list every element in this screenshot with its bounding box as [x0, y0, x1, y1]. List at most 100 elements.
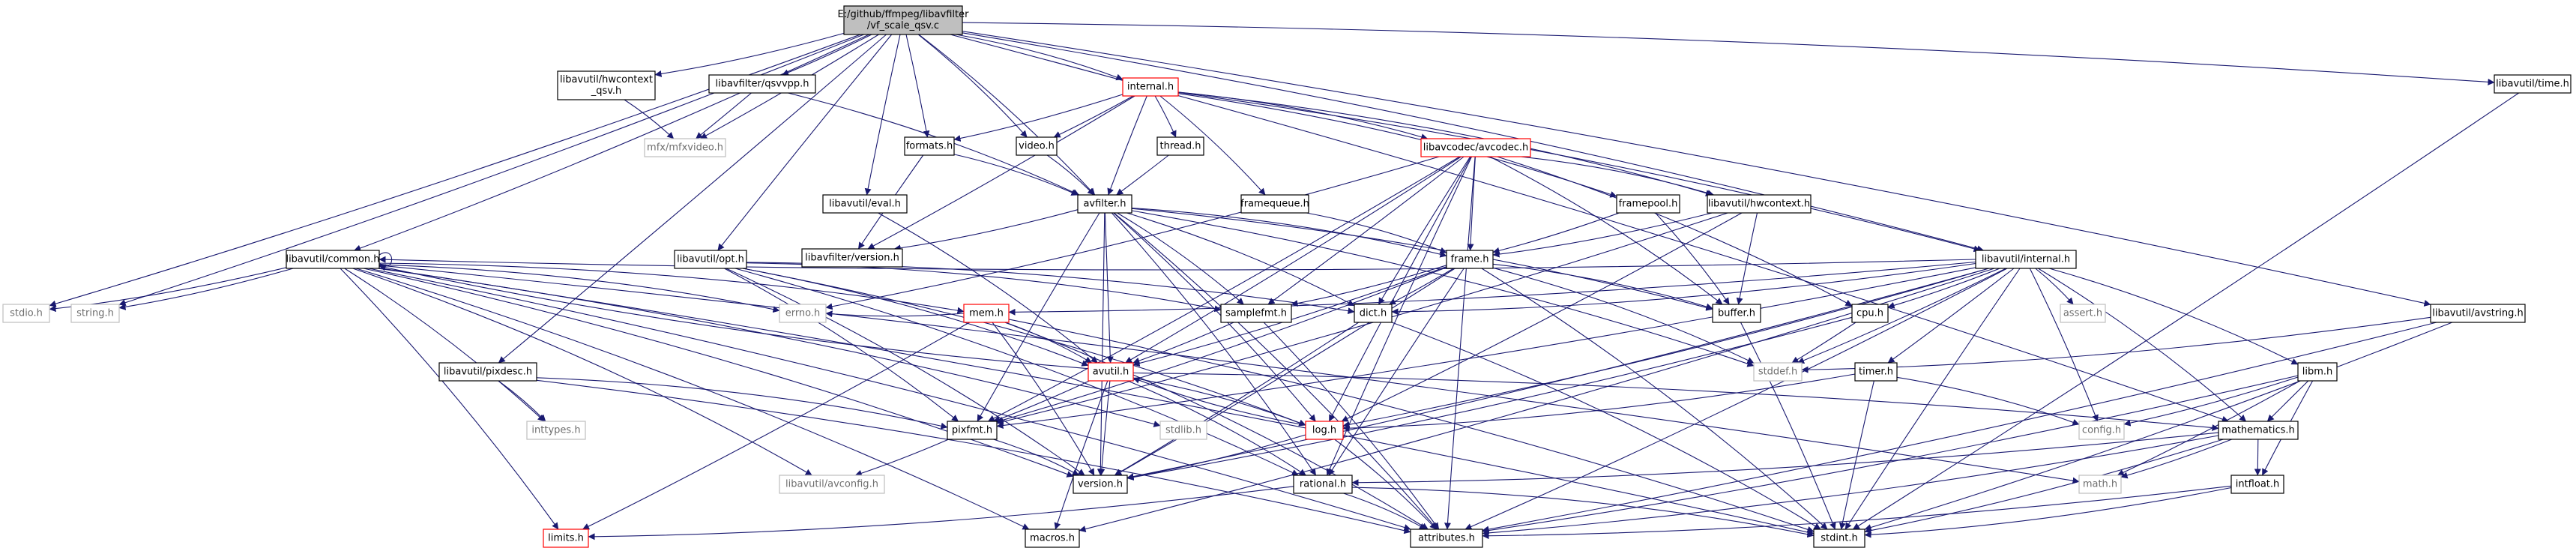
- node-avutil-internal[interactable]: libavutil/internal.h: [1975, 250, 2077, 269]
- node-box: [2218, 421, 2299, 440]
- node-label: buffer.h: [1718, 308, 1755, 319]
- edge-opt-to-version: [726, 268, 1085, 476]
- edge-rational-to-attributes: [1343, 493, 1426, 530]
- node-samplefmt[interactable]: samplefmt.h: [1220, 304, 1292, 323]
- node-hwcontext[interactable]: libavutil/hwcontext.h: [1707, 194, 1812, 214]
- node-formats[interactable]: formats.h: [904, 136, 955, 156]
- node-framepool[interactable]: framepool.h: [1616, 194, 1680, 214]
- node-opt[interactable]: libavutil/opt.h: [674, 250, 747, 269]
- edge-common-to-stdlib: [377, 268, 1161, 427]
- node-mathematics[interactable]: mathematics.h: [2218, 421, 2299, 440]
- node-version[interactable]: version.h: [1073, 475, 1128, 494]
- node-dict[interactable]: dict.h: [1354, 304, 1393, 323]
- edge-root-to-pixdesc: [498, 34, 887, 364]
- edge-hwcontext-to-buffer: [1736, 212, 1758, 305]
- node-pixfmt[interactable]: pixfmt.h: [947, 421, 998, 440]
- node-log[interactable]: log.h: [1305, 421, 1344, 440]
- node-frame[interactable]: frame.h: [1446, 250, 1494, 269]
- edge-pixfmt-to-avconfig: [854, 439, 950, 477]
- node-qsvvpp[interactable]: libavfilter/qsvvpp.h: [708, 74, 816, 94]
- edge-avstring-to-stdint: [1864, 322, 2453, 531]
- node-avcodec[interactable]: libavcodec/avcodec.h: [1420, 138, 1531, 157]
- node-common[interactable]: libavutil/common.h: [286, 250, 380, 269]
- edge-opt-to-rational: [735, 268, 1299, 476]
- node-box: [947, 421, 998, 440]
- node-cpu[interactable]: cpu.h: [1851, 304, 1889, 323]
- node-limits[interactable]: limits.h: [543, 529, 589, 548]
- edge-hwcontext-to-frame: [1492, 212, 1713, 258]
- node-thread[interactable]: thread.h: [1156, 136, 1204, 156]
- edge-avfilter-to-rational: [1111, 212, 1317, 476]
- node-label: mfx/mfxvideo.h: [647, 142, 723, 154]
- node-box: [1293, 475, 1353, 494]
- edge-avutil-to-mathematics: [1132, 372, 2219, 431]
- node-box: [1446, 250, 1494, 269]
- edge-avutil_internal-to-timer: [1887, 268, 2015, 364]
- edge-root-to-avfilter: [918, 34, 1096, 196]
- edge-pixdesc-to-inttypes: [498, 380, 546, 422]
- node-label: E:/github/ffmpeg/libavfilter: [838, 9, 970, 20]
- node-box: [1305, 421, 1344, 440]
- edge-root-to-avstring: [962, 31, 2431, 307]
- edge-root-to-common: [354, 34, 869, 252]
- node-eval[interactable]: libavutil/eval.h: [822, 194, 908, 214]
- node-internal[interactable]: internal.h: [1122, 77, 1179, 97]
- edge-mem-to-attributes: [1004, 322, 1429, 530]
- node-hwcontext-qsv[interactable]: libavutil/hwcontext_qsv.h: [557, 70, 656, 100]
- node-label: log.h: [1312, 425, 1336, 436]
- edge-common-to-stdint: [378, 267, 1815, 536]
- node-box: [674, 250, 747, 269]
- node-label: intfloat.h: [2236, 479, 2280, 490]
- node-avutil[interactable]: avutil.h: [1088, 362, 1134, 382]
- edge-root-to-avutil_internal: [962, 32, 1985, 253]
- edge-avcodec-to-rational: [1326, 156, 1472, 476]
- edge-qsvvpp-to-mfxvideo: [696, 92, 752, 139]
- edge-timer-to-config: [1896, 376, 2080, 426]
- node-avstring[interactable]: libavutil/avstring.h: [2430, 304, 2526, 323]
- node-rational[interactable]: rational.h: [1293, 475, 1353, 494]
- edge-hwcontext_qsv-to-mfxvideo: [624, 99, 675, 139]
- node-mem[interactable]: mem.h: [963, 304, 1010, 323]
- edge-libm-to-attributes: [1482, 375, 2299, 535]
- node-time[interactable]: libavutil/time.h: [2494, 74, 2572, 94]
- node-math: math.h: [2078, 475, 2122, 494]
- edge-frame-to-stddef: [1492, 267, 1755, 364]
- node-pixdesc[interactable]: libavutil/pixdesc.h: [438, 362, 537, 382]
- edge-internal-to-formats: [953, 94, 1123, 142]
- node-box: [543, 529, 589, 548]
- edge-avutil-to-macros: [1054, 380, 1108, 530]
- edge-common-to-mem: [378, 262, 965, 314]
- node-stdint[interactable]: stdint.h: [1813, 529, 1865, 548]
- node-macros[interactable]: macros.h: [1025, 529, 1080, 548]
- node-attributes[interactable]: attributes.h: [1410, 529, 1483, 548]
- node-timer[interactable]: timer.h: [1854, 362, 1898, 382]
- edge-opt-to-pixfmt: [724, 268, 959, 422]
- node-libm[interactable]: libm.h: [2297, 362, 2338, 382]
- node-framequeue[interactable]: framequeue.h: [1240, 194, 1309, 214]
- edge-libm-to-mathematics: [2266, 380, 2309, 422]
- node-video[interactable]: video.h: [1016, 136, 1058, 156]
- edge-mem-to-stdint: [1008, 319, 1815, 533]
- edge-samplefmt-to-attributes: [1263, 322, 1440, 530]
- node-intfloat[interactable]: intfloat.h: [2230, 475, 2284, 494]
- edge-thread-to-avfilter: [1116, 154, 1169, 196]
- edge-log-to-version: [1126, 434, 1306, 481]
- node-label: string.h: [76, 308, 114, 319]
- node-avfilter[interactable]: avfilter.h: [1077, 194, 1132, 214]
- node-lavf-version[interactable]: libavfilter/version.h: [801, 248, 903, 268]
- edge-avutil-to-rational: [1127, 380, 1306, 476]
- edge-buffer-to-stdint: [1740, 322, 1836, 530]
- edge-avutil-to-pixfmt: [993, 380, 1090, 423]
- edge-opt-to-log: [742, 268, 1306, 427]
- edge-avfilter-to-buffer: [1131, 208, 1713, 311]
- edge-dict-to-version: [1114, 322, 1360, 476]
- edge-root-to-video: [917, 34, 1028, 138]
- node-avconfig: libavutil/avconfig.h: [779, 475, 885, 494]
- node-box: [2230, 475, 2284, 494]
- node-label: libavutil/avstring.h: [2432, 308, 2523, 319]
- node-root[interactable]: E:/github/ffmpeg/libavfilter/vf_scale_qs…: [838, 5, 970, 35]
- node-label: libavutil/common.h: [286, 254, 379, 265]
- node-box: [286, 250, 380, 269]
- node-buffer[interactable]: buffer.h: [1712, 304, 1761, 323]
- node-label: version.h: [1078, 479, 1123, 490]
